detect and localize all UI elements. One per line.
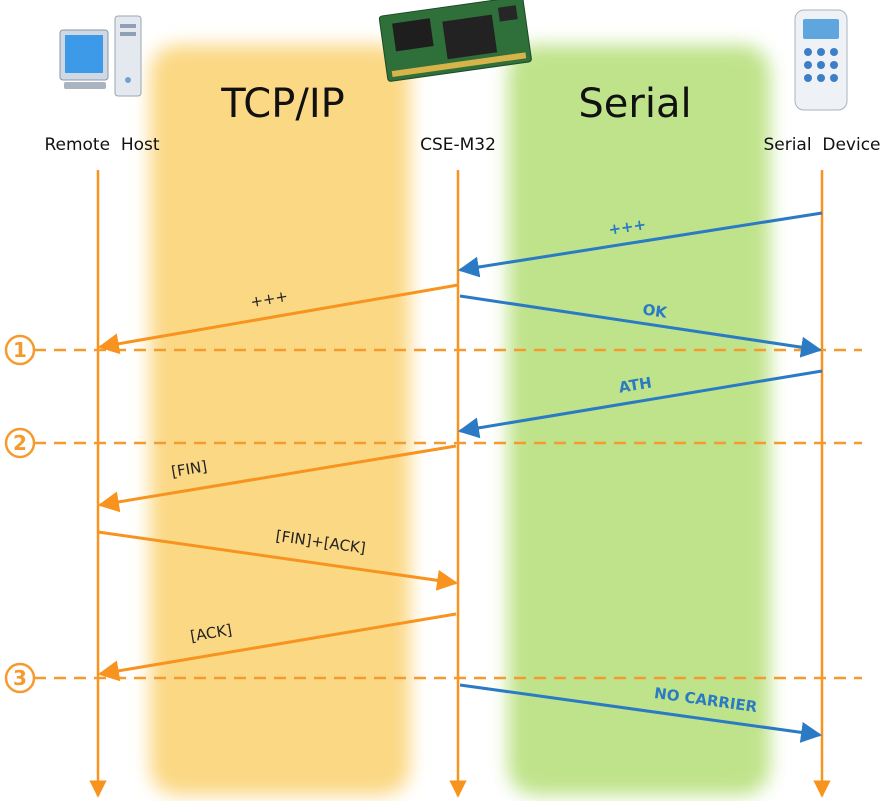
message-label-ok: OK — [641, 300, 669, 322]
message-arrow-fin — [97, 444, 457, 513]
svg-text:3: 3 — [13, 666, 27, 690]
step-2-marker: 2 — [4, 427, 36, 459]
svg-text:2: 2 — [13, 431, 27, 455]
message-arrow-fin-ack — [97, 530, 459, 591]
remote-host-label: Remote Host — [44, 135, 159, 155]
step-3-marker: 3 — [4, 662, 36, 694]
message-arrow-plus-cse-to-host — [97, 283, 459, 355]
message-arrow-no-carrier — [459, 683, 823, 743]
serial-lane-title: Serial — [578, 81, 691, 127]
message-label-fin: [FIN] — [170, 457, 208, 481]
cse-m32-label: CSE-M32 — [420, 135, 496, 155]
message-label-plus-serial: +++ — [607, 215, 647, 239]
svg-text:1: 1 — [13, 338, 27, 362]
tcp-ip-lane-band — [150, 45, 410, 795]
message-arrow-ack — [97, 612, 457, 682]
message-arrow-ath — [457, 369, 823, 439]
desktop-computer-icon — [59, 15, 142, 97]
keypad-device-icon — [794, 9, 848, 111]
serial-lane-band — [508, 45, 770, 795]
step-1-marker: 1 — [4, 334, 36, 366]
tcp-ip-lane-title: TCP/IP — [220, 81, 345, 127]
circuit-board-icon — [378, 0, 532, 82]
message-arrow-plus-serial-to-cse — [457, 211, 823, 278]
message-arrow-ok — [459, 294, 823, 358]
serial-device-label: Serial Device — [763, 135, 880, 155]
message-label-ath: ATH — [617, 373, 653, 396]
